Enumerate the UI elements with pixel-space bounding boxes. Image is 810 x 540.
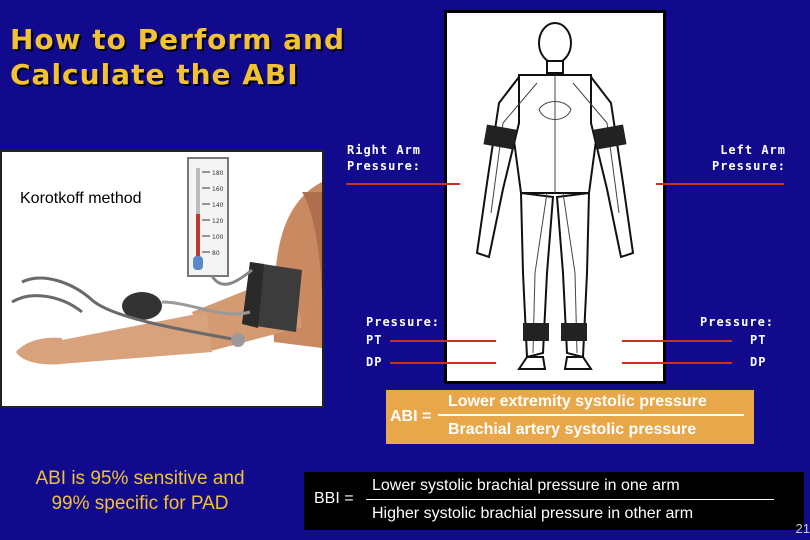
slide-title: How to Perform and Calculate the ABI [10,22,345,92]
right-dp-label: DP [750,355,767,369]
bbi-formula-lhs: BBI = [314,490,354,507]
photo-label: Korotkoff method [20,190,142,207]
left-arm-pressure-label: Left Arm Pressure: [711,143,786,173]
gauge-tick-label: 80 [212,250,220,257]
title-line-1: How to Perform and [10,23,345,56]
abi-fraction-bar [438,414,744,416]
gauge-tick-label: 180 [212,170,224,177]
abi-numerator: Lower extremity systolic pressure [448,393,707,410]
body-diagram-panel [444,10,666,384]
page-number: 21 [795,521,810,536]
right-dp-line [622,362,732,364]
gauge-tick-label: 140 [212,202,224,209]
left-dp-line [390,362,496,364]
abi-formula-lhs: ABI = [390,408,432,425]
bbi-fraction-bar [366,499,774,500]
left-ankle-pressure-label: Pressure: [366,315,441,329]
bbi-formula-box: BBI = Lower systolic brachial pressure i… [304,472,804,530]
right-arm-pressure-line [346,183,460,185]
bbi-numerator: Lower systolic brachial pressure in one … [372,477,680,494]
right-arm-pressure-label: Right Arm Pressure: [347,143,422,173]
title-line-2: Calculate the ABI [10,58,299,91]
abi-denominator: Brachial artery systolic pressure [448,421,697,438]
korotkoff-photo: 180 160 140 120 100 80 Korotkoff method [0,150,324,408]
left-pt-label: PT [366,333,383,347]
blood-pressure-measurement-illustration: 180 160 140 120 100 80 [11,157,322,365]
gauge-tick-label: 120 [212,218,224,225]
abi-formula-box: ABI = Lower extremity systolic pressure … [386,390,754,444]
human-body-illustration [475,22,635,370]
right-pt-label: PT [750,333,767,347]
right-ankle-pressure-label: Pressure: [700,315,775,329]
right-pt-line [622,340,732,342]
left-pt-line [390,340,496,342]
gauge-tick-label: 160 [212,186,224,193]
gauge-tick-label: 100 [212,234,224,241]
sensitivity-statement: ABI is 95% sensitive and 99% specific fo… [35,468,245,514]
left-arm-pressure-line [656,183,784,185]
left-dp-label: DP [366,355,383,369]
bbi-denominator: Higher systolic brachial pressure in oth… [372,505,694,522]
